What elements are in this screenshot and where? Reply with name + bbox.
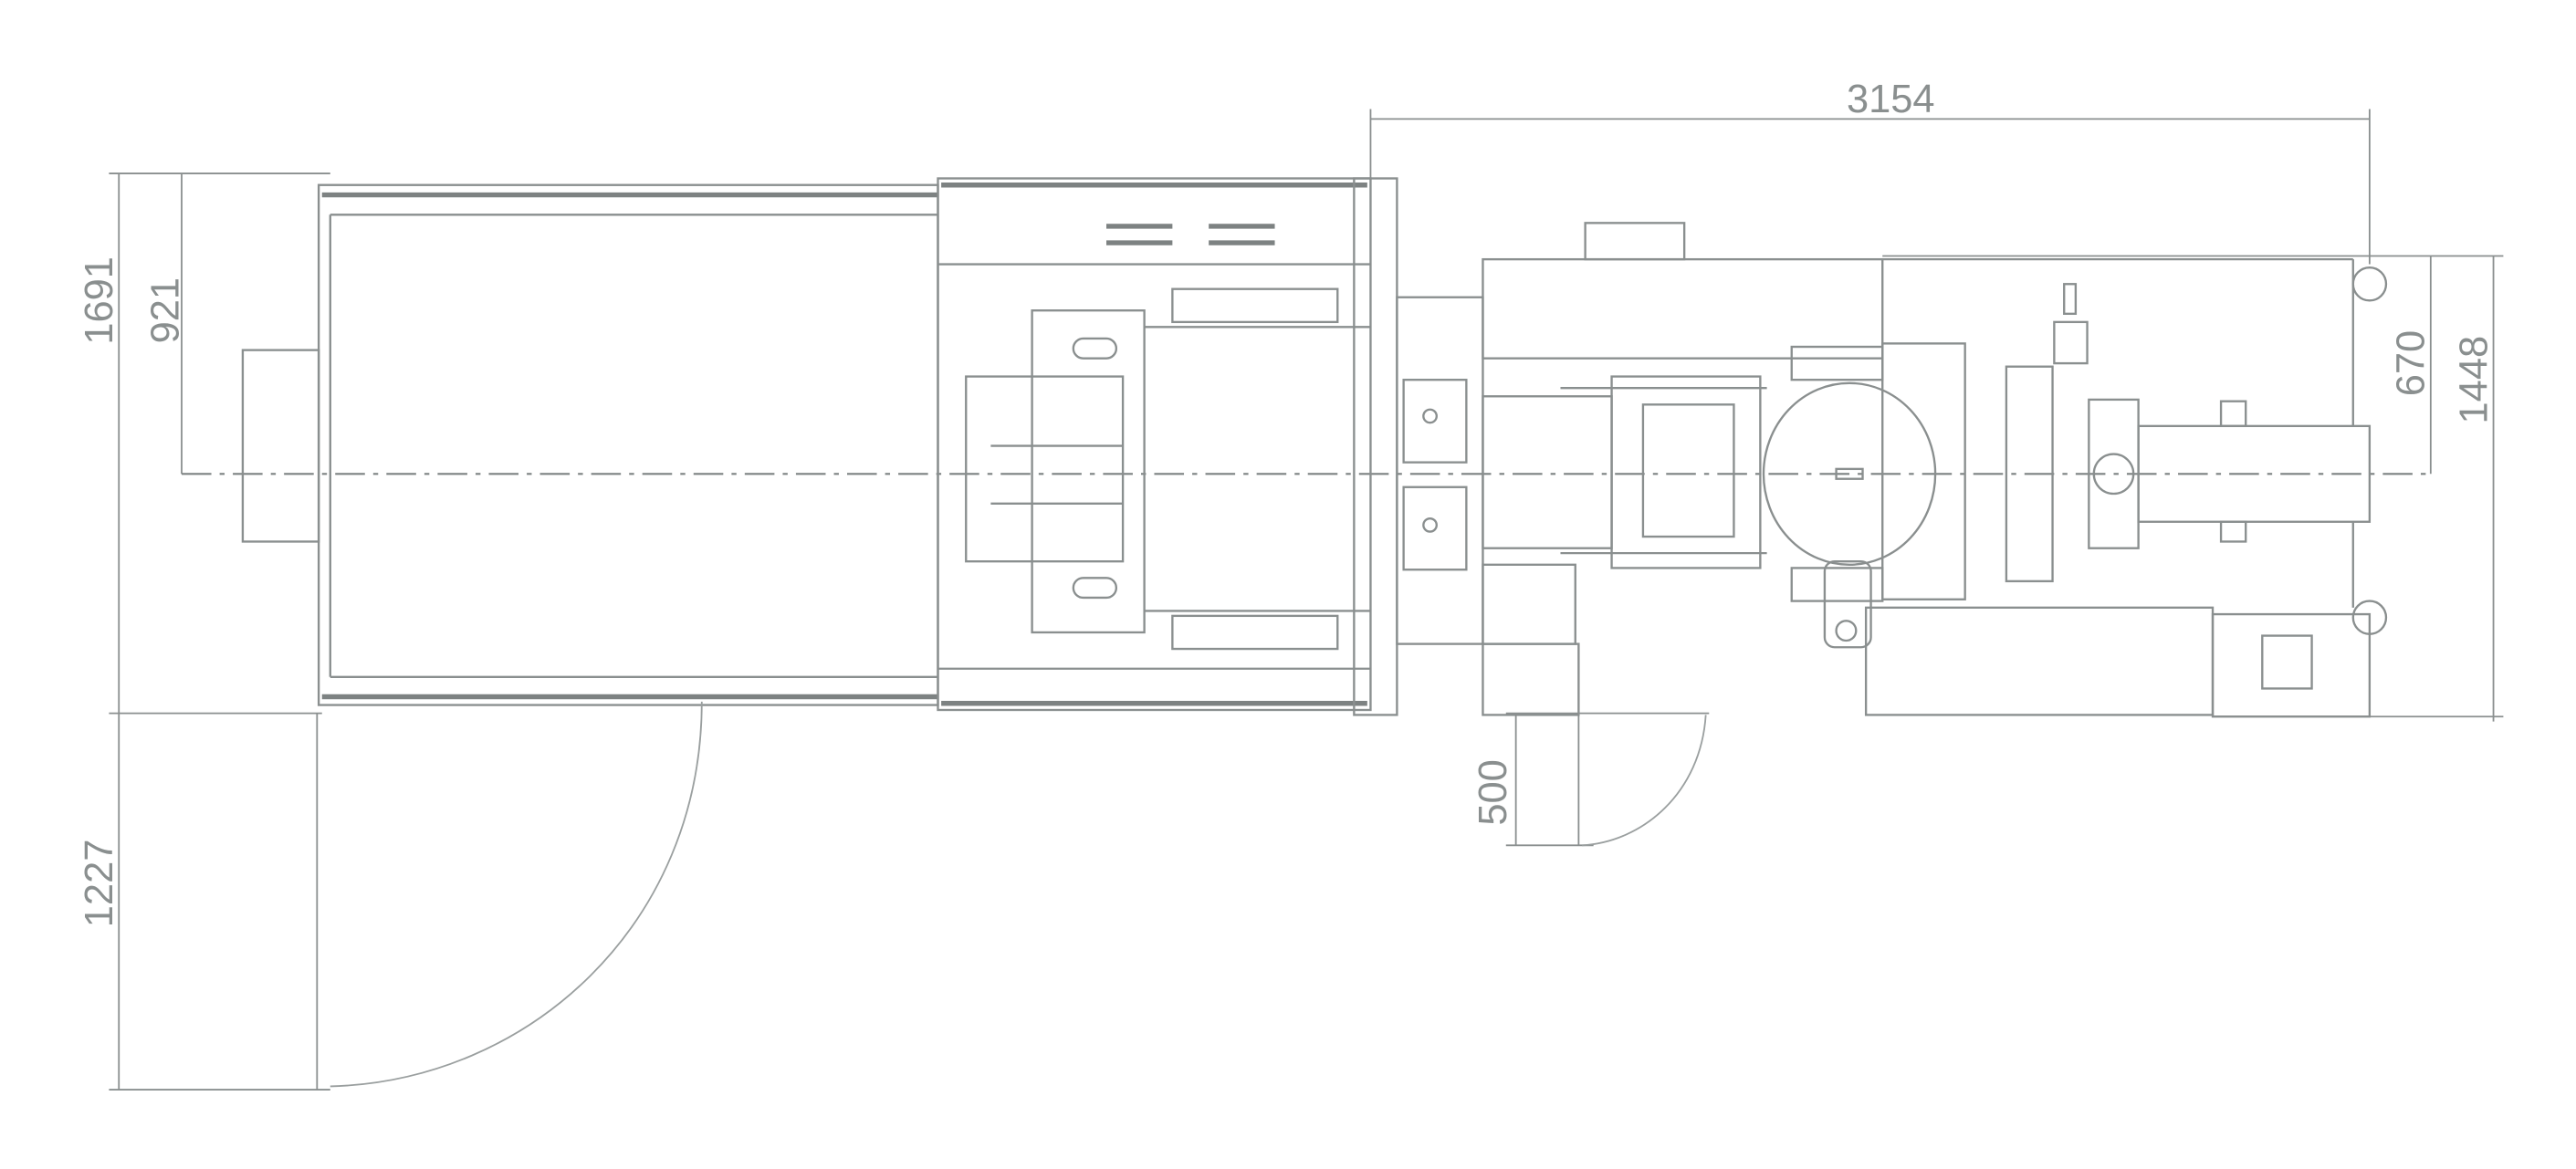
dimension-1448: 1448 <box>1882 255 2504 722</box>
dimension-label-500: 500 <box>1471 759 1515 825</box>
dimension-670: 670 <box>2390 256 2434 475</box>
load-chamber <box>241 183 939 706</box>
extruder-unit <box>1396 222 2388 718</box>
dimension-label-1448: 1448 <box>2452 336 2496 424</box>
dimension-1227: 1227 <box>78 712 330 1091</box>
dimension-label-670: 670 <box>2390 330 2434 396</box>
door-swing-arc-left <box>330 701 703 1088</box>
dimension-500: 500 <box>1471 712 1710 847</box>
dimension-label-1227: 1227 <box>78 840 121 928</box>
dimension-3154: 3154 <box>1369 78 2371 265</box>
dimension-label-1691: 1691 <box>78 256 121 345</box>
door-swing-arc-right <box>1581 715 1707 847</box>
dimension-921: 921 <box>143 173 187 475</box>
dimension-label-921: 921 <box>143 277 187 343</box>
press-frame <box>937 177 1398 716</box>
dimension-label-3154: 3154 <box>1847 78 1935 121</box>
dimension-1691: 1691 <box>78 172 330 714</box>
